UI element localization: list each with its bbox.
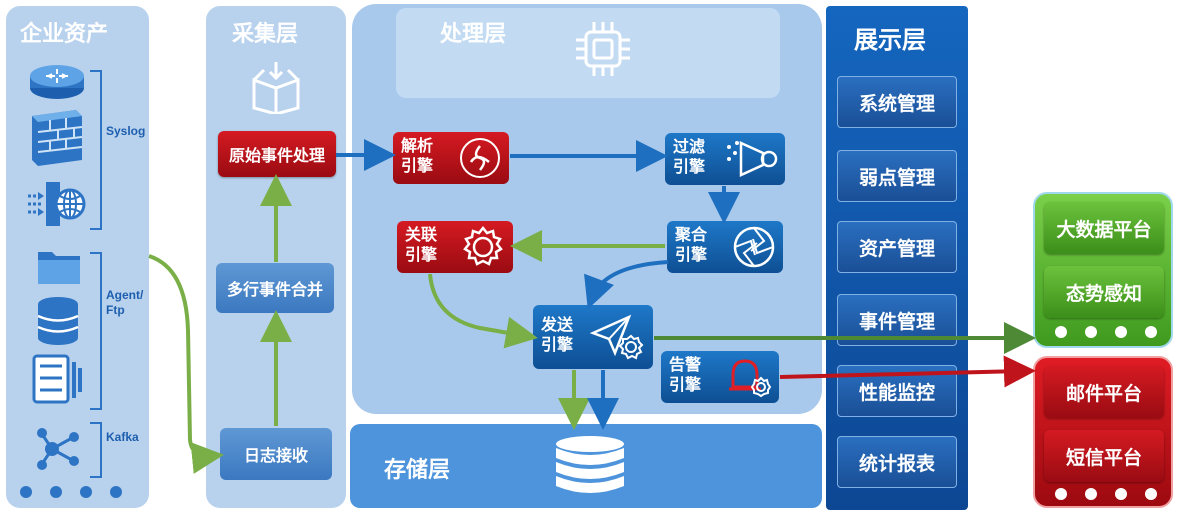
kafka-bracket [90,422,102,478]
box-open-icon [250,58,302,118]
parse-engine-label: 解析 引擎 [401,136,433,176]
multiline-merge-box[interactable]: 多行事件合并 [216,263,334,313]
menu-statistics-report[interactable]: 统计报表 [837,436,957,488]
gear-icon [459,225,507,273]
menu-asset-management[interactable]: 资产管理 [837,221,957,273]
filter-engine-text: 过滤 引擎 [673,137,706,176]
firewall-icon [28,106,86,172]
correlate-engine-text: 关联 引擎 [405,225,438,264]
parse-engine-text: 解析 引擎 [401,136,434,175]
funnel-icon [723,137,779,185]
storage-database-icon [552,434,628,500]
globe-gateway-icon [26,178,88,234]
parse-engine[interactable]: 解析 引擎 [393,132,509,184]
aperture-icon [731,225,777,273]
send-engine-label: 发送 引擎 [541,315,573,355]
process-header [396,8,780,98]
kafka-label: Kafka [106,430,139,444]
syslog-label: Syslog [106,124,146,138]
alert-engine-label: 告警 引擎 [669,355,701,395]
menu-system-management[interactable]: 系统管理 [837,76,957,128]
log-receive-box[interactable]: 日志接收 [220,428,332,480]
alert-engine[interactable]: 告警 引擎 [661,351,779,403]
router-icon [28,58,86,106]
aggregate-engine-label: 聚合 引擎 [675,225,707,265]
display-title: 展示层 [854,26,926,54]
assets-more-dots [6,486,149,500]
agent-ftp-bracket [90,252,102,410]
syslog-bracket [90,70,102,230]
menu-vulnerability-management[interactable]: 弱点管理 [837,150,957,202]
send-engine[interactable]: 发送 引擎 [533,305,653,369]
kafka-icon [34,424,84,478]
assets-panel: 企业资产 [6,6,149,508]
database-icon [36,296,80,350]
green-more-dots [1033,326,1173,340]
aggregate-engine-text: 聚合 引擎 [675,225,708,264]
raw-event-processing-box[interactable]: 原始事件处理 [218,131,336,177]
sms-platform[interactable]: 短信平台 [1044,430,1164,482]
filter-engine-label: 过滤 引擎 [673,137,705,177]
storage-title: 存储层 [384,458,451,483]
parse-icon [457,136,503,184]
server-icon [32,354,84,408]
collect-title: 采集层 [232,22,299,47]
assets-title: 企业资产 [20,22,109,47]
correlate-engine[interactable]: 关联 引擎 [397,221,513,273]
process-title: 处理层 [440,22,507,47]
send-gear-icon [589,313,647,367]
folder-icon [36,246,82,290]
chip-icon [572,18,634,84]
agent-ftp-label: Agent/ Ftp [106,288,144,317]
filter-engine[interactable]: 过滤 引擎 [665,133,785,185]
menu-performance-monitoring[interactable]: 性能监控 [837,365,957,417]
alarm-bell-icon [723,355,773,405]
send-engine-text: 发送 引擎 [541,315,574,354]
correlate-engine-label: 关联 引擎 [405,225,437,265]
menu-event-management[interactable]: 事件管理 [837,294,957,346]
situation-awareness[interactable]: 态势感知 [1044,266,1164,318]
alert-engine-text: 告警 引擎 [669,355,702,394]
red-more-dots [1033,488,1173,502]
bigdata-platform[interactable]: 大数据平台 [1044,202,1164,254]
aggregate-engine[interactable]: 聚合 引擎 [667,221,783,273]
mail-platform[interactable]: 邮件平台 [1044,366,1164,418]
